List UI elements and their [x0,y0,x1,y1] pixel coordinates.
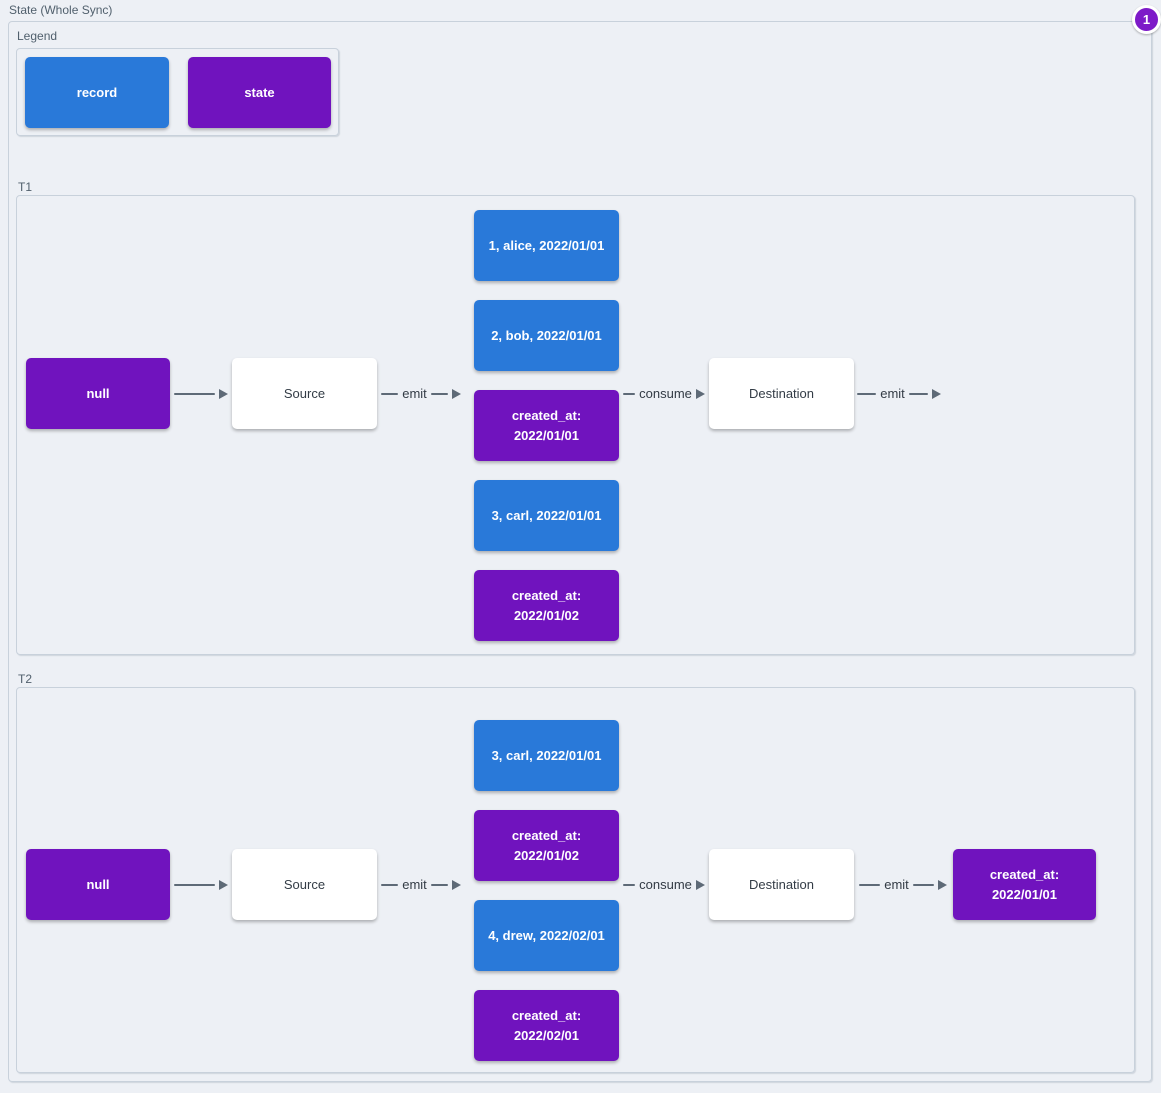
t1-edge-emit-1: emit [381,384,461,403]
t2-edge-null-source [174,875,228,894]
t1-null-node: null [26,358,170,429]
t2-title: T2 [18,672,33,686]
edge-line [908,392,928,395]
annotation-badge-1[interactable]: 1 [1132,5,1161,34]
t2-source-node: Source [232,849,377,920]
edge-line [857,392,877,395]
t2-edge-emit-1: emit [381,875,461,894]
t2-stack-state-2: created_at: 2022/02/01 [474,990,619,1061]
legend-cluster-box [16,48,339,136]
t1-edge-null-source [174,384,228,403]
arrowhead-icon [938,879,947,890]
arrowhead-icon [696,879,705,890]
arrowhead-icon [219,879,228,890]
t2-stack-state-1: created_at: 2022/01/02 [474,810,619,881]
arrowhead-icon [696,388,705,399]
t2-cluster-box [16,687,1135,1073]
edge-line [174,883,215,886]
t2-null-node: null [26,849,170,920]
t2-edge-consume: consume [623,875,705,894]
edge-label-consume: consume [639,877,692,892]
edge-line [430,392,448,395]
t1-stack-record-2: 2, bob, 2022/01/01 [474,300,619,371]
t1-stack-record-1: 1, alice, 2022/01/01 [474,210,619,281]
t1-destination-node: Destination [709,358,854,429]
edge-line [174,392,215,395]
edge-label-emit: emit [402,877,427,892]
arrowhead-icon [452,879,461,890]
t1-cluster-box [16,195,1135,655]
t2-stack-record-2: 4, drew, 2022/02/01 [474,900,619,971]
edge-line [859,883,881,886]
t1-edge-consume: consume [623,384,705,403]
arrowhead-icon [219,388,228,399]
edge-line [381,883,399,886]
edge-line [623,883,635,886]
legend-record-node: record [25,57,169,128]
edge-label-consume: consume [639,386,692,401]
t1-edge-emit-2: emit [857,384,941,403]
edge-line [912,883,934,886]
t1-title: T1 [18,180,33,194]
edge-label-emit: emit [884,877,909,892]
outer-cluster-box [8,21,1152,1082]
t1-stack-record-3: 3, carl, 2022/01/01 [474,480,619,551]
t2-final-state-node: created_at: 2022/01/01 [953,849,1096,920]
edge-line [381,392,399,395]
legend-title: Legend [17,29,58,43]
edge-label-emit: emit [402,386,427,401]
t2-destination-node: Destination [709,849,854,920]
legend-state-node: state [188,57,331,128]
edge-line [623,392,635,395]
edge-label-emit: emit [880,386,905,401]
arrowhead-icon [932,388,941,399]
edge-line [430,883,448,886]
t1-source-node: Source [232,358,377,429]
diagram-title: State (Whole Sync) [9,3,113,17]
t2-stack-record-1: 3, carl, 2022/01/01 [474,720,619,791]
t1-stack-state-2: created_at: 2022/01/02 [474,570,619,641]
t1-stack-state-1: created_at: 2022/01/01 [474,390,619,461]
t2-edge-emit-2: emit [859,875,947,894]
arrowhead-icon [452,388,461,399]
